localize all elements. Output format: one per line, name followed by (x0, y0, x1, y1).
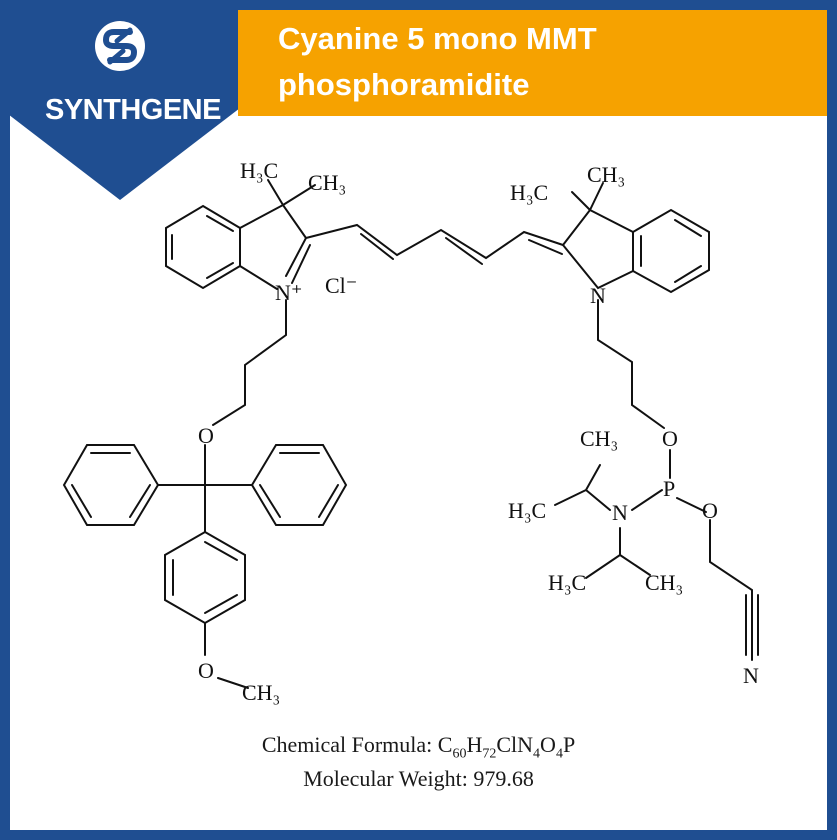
atom-label-n-plus: N⁺ (275, 280, 303, 305)
structure-bonds (62, 179, 759, 689)
molecular-weight: Molecular Weight: 979.68 (10, 766, 827, 792)
formula-o: O (540, 732, 556, 757)
atom-label-h3c-right: H₃C (510, 180, 548, 205)
atom-label-o-lower: O (702, 498, 718, 523)
atom-label-n-right: N (590, 283, 606, 308)
atom-label-ch3-left: CH₃ (308, 170, 346, 195)
atom-label-ch3-methoxy: CH₃ (242, 680, 280, 705)
atom-label-n-nitrile: N (743, 663, 759, 688)
brand-badge (10, 10, 240, 200)
atom-label-ch3-isopropyl-bottom: CH₃ (645, 570, 683, 595)
atom-label-p: P (663, 476, 675, 501)
atom-label-o-upper: O (662, 426, 678, 451)
molecular-weight-value: 979.68 (473, 766, 534, 791)
atom-label-ch3-isopropyl-top: CH₃ (580, 426, 618, 451)
brand-name: SYNTHGENE (45, 94, 221, 126)
formula-h: H (466, 732, 483, 757)
atom-label-h3c-isopropyl-bottom: H₃C (548, 570, 586, 595)
atom-label-chloride: Cl⁻ (325, 273, 357, 298)
product-title-line1: Cyanine 5 mono MMT (278, 21, 597, 56)
atom-label-h3c-left: H₃C (240, 158, 278, 183)
chemical-formula-label: Chemical Formula: (261, 732, 438, 757)
structure-atom-labels: H₃C CH₃ N⁺ Cl⁻ H₃C CH₃ N O O CH₃ O P O N… (198, 158, 759, 705)
chemical-formula: Chemical Formula: C60H72ClN4O4P (10, 732, 827, 762)
molecular-weight-label: Molecular Weight: (303, 766, 474, 791)
badge-background (10, 10, 240, 200)
formula-c-count: 60 (452, 746, 467, 762)
product-title: Cyanine 5 mono MMT phosphoramidite (278, 16, 597, 108)
atom-label-ch3-right: CH₃ (587, 162, 625, 187)
formula-h-count: 72 (482, 746, 497, 762)
atom-label-o-trityl: O (198, 423, 214, 448)
formula-n-count: 4 (533, 746, 541, 762)
formula-o-count: 4 (555, 746, 563, 762)
formula-c: C (437, 732, 453, 757)
atom-label-n-amine: N (612, 500, 628, 525)
title-banner: Cyanine 5 mono MMT phosphoramidite (238, 10, 827, 116)
formula-cln: ClN (496, 732, 534, 757)
product-title-line2: phosphoramidite (278, 67, 530, 102)
formula-p: P (562, 732, 576, 757)
synthgene-logo-icon (95, 21, 145, 71)
atom-label-h3c-isopropyl-top: H₃C (508, 498, 546, 523)
atom-label-o-methoxy: O (198, 658, 214, 683)
